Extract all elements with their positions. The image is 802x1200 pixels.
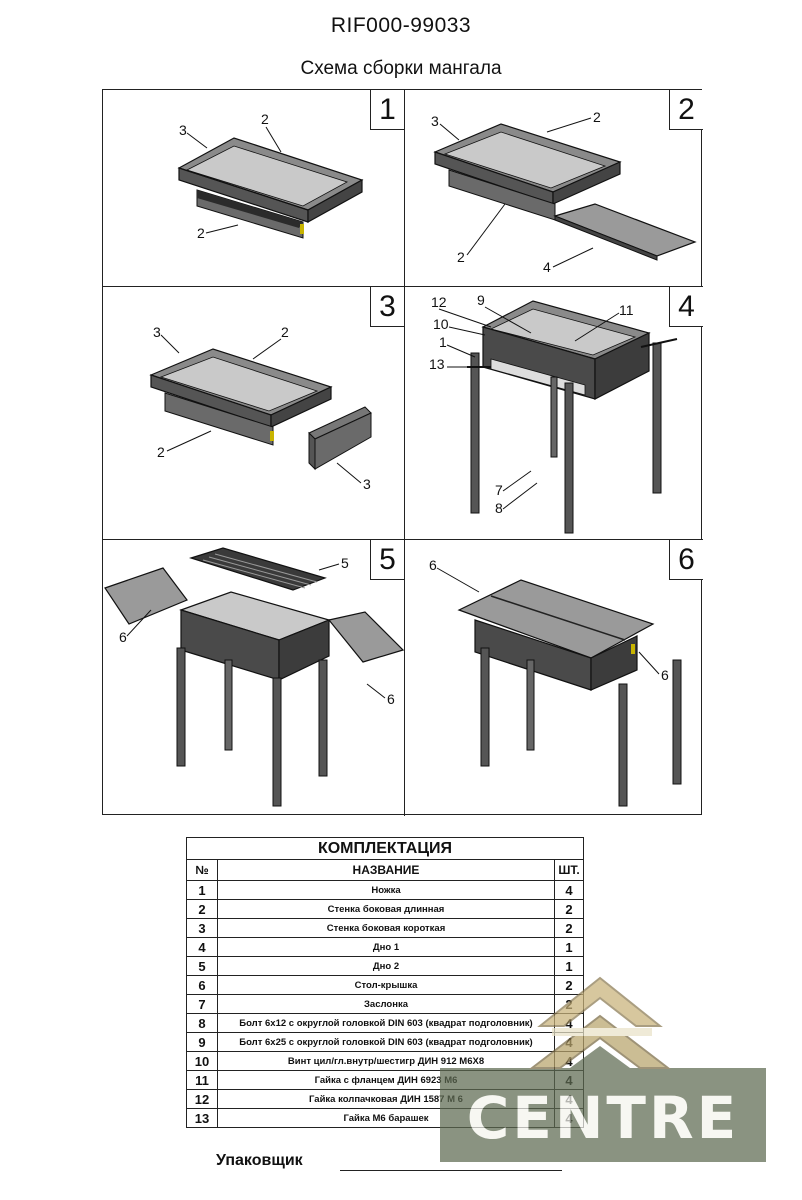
kit-row-no: 1 xyxy=(186,880,218,900)
kit-row-no: 13 xyxy=(186,1108,218,1128)
kit-row-name: Ножка xyxy=(217,880,555,900)
step-5-panel: 5 5 6 6 xyxy=(103,540,405,816)
kit-row-no: 5 xyxy=(186,956,218,976)
kit-row-no: 6 xyxy=(186,975,218,995)
kit-row-qty: 1 xyxy=(554,937,584,957)
kit-row-no: 3 xyxy=(186,918,218,938)
kit-row-no: 9 xyxy=(186,1032,218,1052)
step-4-number: 4 xyxy=(669,287,703,327)
kit-row-no: 4 xyxy=(186,937,218,957)
kit-row-qty: 4 xyxy=(554,880,584,900)
kit-row-name: Стенка боковая короткая xyxy=(217,918,555,938)
kit-row-no: 2 xyxy=(186,899,218,919)
packer-signature-line xyxy=(340,1170,562,1171)
kit-row-name: Стенка боковая длинная xyxy=(217,899,555,919)
kit-header-name: НАЗВАНИЕ xyxy=(217,859,555,881)
watermark-logo: CENTRE xyxy=(440,968,766,1162)
document-title: RIF000-99033 xyxy=(330,14,472,37)
kit-row-name: Дно 1 xyxy=(217,937,555,957)
step-4-panel: 4 12 9 11 10 1 13 7 8 xyxy=(405,287,703,540)
exp-centre-logo-icon xyxy=(440,976,766,1162)
step-3-drawing xyxy=(149,348,372,471)
kit-row-qty: 2 xyxy=(554,918,584,938)
kit-row-no: 7 xyxy=(186,994,218,1014)
step-6-drawing xyxy=(457,579,682,807)
assembly-diagram-grid: 1 3 2 2 2 3 2 2 4 xyxy=(102,89,703,816)
step-6-number: 6 xyxy=(669,540,703,580)
step-3-number: 3 xyxy=(370,287,404,327)
kit-row-no: 10 xyxy=(186,1051,218,1071)
step-5-number: 5 xyxy=(370,540,404,580)
kit-row-no: 12 xyxy=(186,1089,218,1109)
step-2-drawing xyxy=(433,123,697,261)
kit-row-qty: 2 xyxy=(554,899,584,919)
document-subtitle: Схема сборки мангала xyxy=(300,58,502,79)
step-1-number: 1 xyxy=(370,90,404,130)
step-2-panel: 2 3 2 2 4 xyxy=(405,90,703,287)
step-6-panel: 6 6 6 xyxy=(405,540,703,816)
packer-label: Упаковщик xyxy=(216,1152,303,1169)
step-3-panel: 3 3 2 2 3 xyxy=(103,287,405,540)
kit-table-caption: КОМПЛЕКТАЦИЯ xyxy=(186,837,584,860)
kit-header-qty: ШТ. xyxy=(554,859,584,881)
step-2-number: 2 xyxy=(669,90,703,130)
step-1-drawing xyxy=(177,137,364,239)
kit-row-no: 8 xyxy=(186,1013,218,1033)
step-1-panel: 1 3 2 2 xyxy=(103,90,405,287)
kit-row-no: 11 xyxy=(186,1070,218,1090)
step-5-drawing xyxy=(104,547,404,807)
watermark-text: CENTRE xyxy=(466,1084,740,1152)
kit-header-no: № xyxy=(186,859,218,881)
step-4-drawing xyxy=(467,300,678,534)
